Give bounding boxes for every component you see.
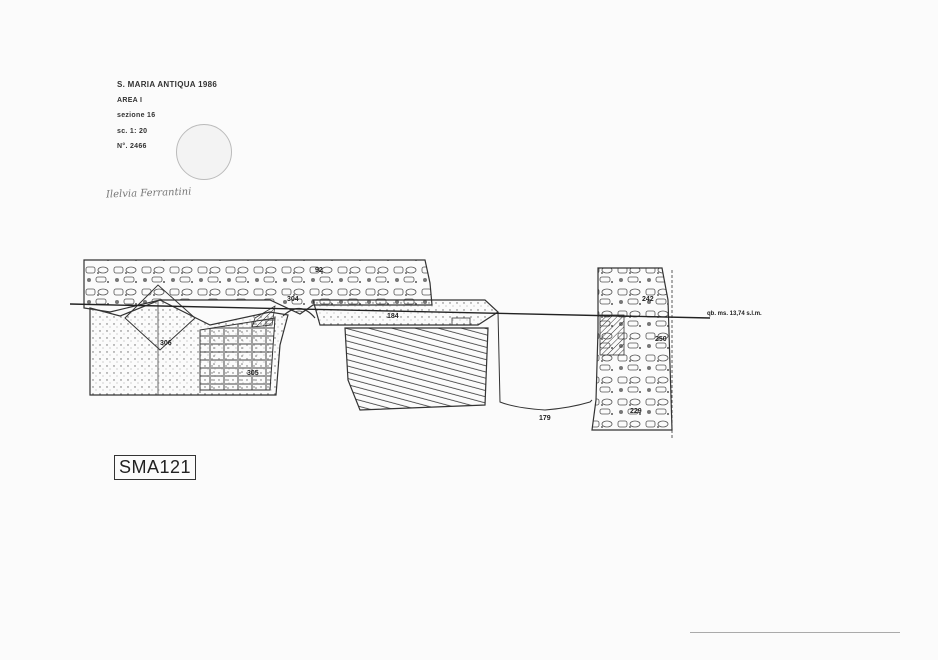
unit-229: 229 [630, 408, 642, 415]
unit-184: 184 [387, 313, 399, 320]
archive-stamp [176, 124, 232, 180]
sheet-title: S. MARIA ANTIQUA 1986 [117, 80, 218, 89]
cut-179 [497, 311, 593, 411]
fill-hatched [344, 327, 489, 411]
pier-hatched [599, 314, 625, 356]
unit-242: 242 [642, 296, 654, 303]
unit-250: 250 [655, 336, 667, 343]
unit-305: 305 [247, 370, 259, 377]
unit-304: 304 [287, 296, 299, 303]
pier-right [591, 267, 673, 431]
bottom-rule [690, 632, 900, 633]
unit-306: 306 [160, 340, 172, 347]
sheet-code-label: SMA121 [114, 455, 197, 480]
unit-92: 92 [315, 267, 323, 274]
section-label: sezione 16 [117, 112, 156, 119]
scale-label: sc. 1: 20 [117, 128, 148, 135]
arch-feature [124, 284, 196, 351]
hatched-patch [251, 305, 276, 328]
unit-179: 179 [539, 415, 551, 422]
datum-label: qb. ms. 13,74 s.l.m. [707, 311, 762, 317]
inventory-number: N°. 2466 [117, 143, 147, 150]
area-label: AREA I [117, 97, 143, 104]
masonry-block [199, 317, 276, 391]
datum-line [69, 303, 711, 319]
